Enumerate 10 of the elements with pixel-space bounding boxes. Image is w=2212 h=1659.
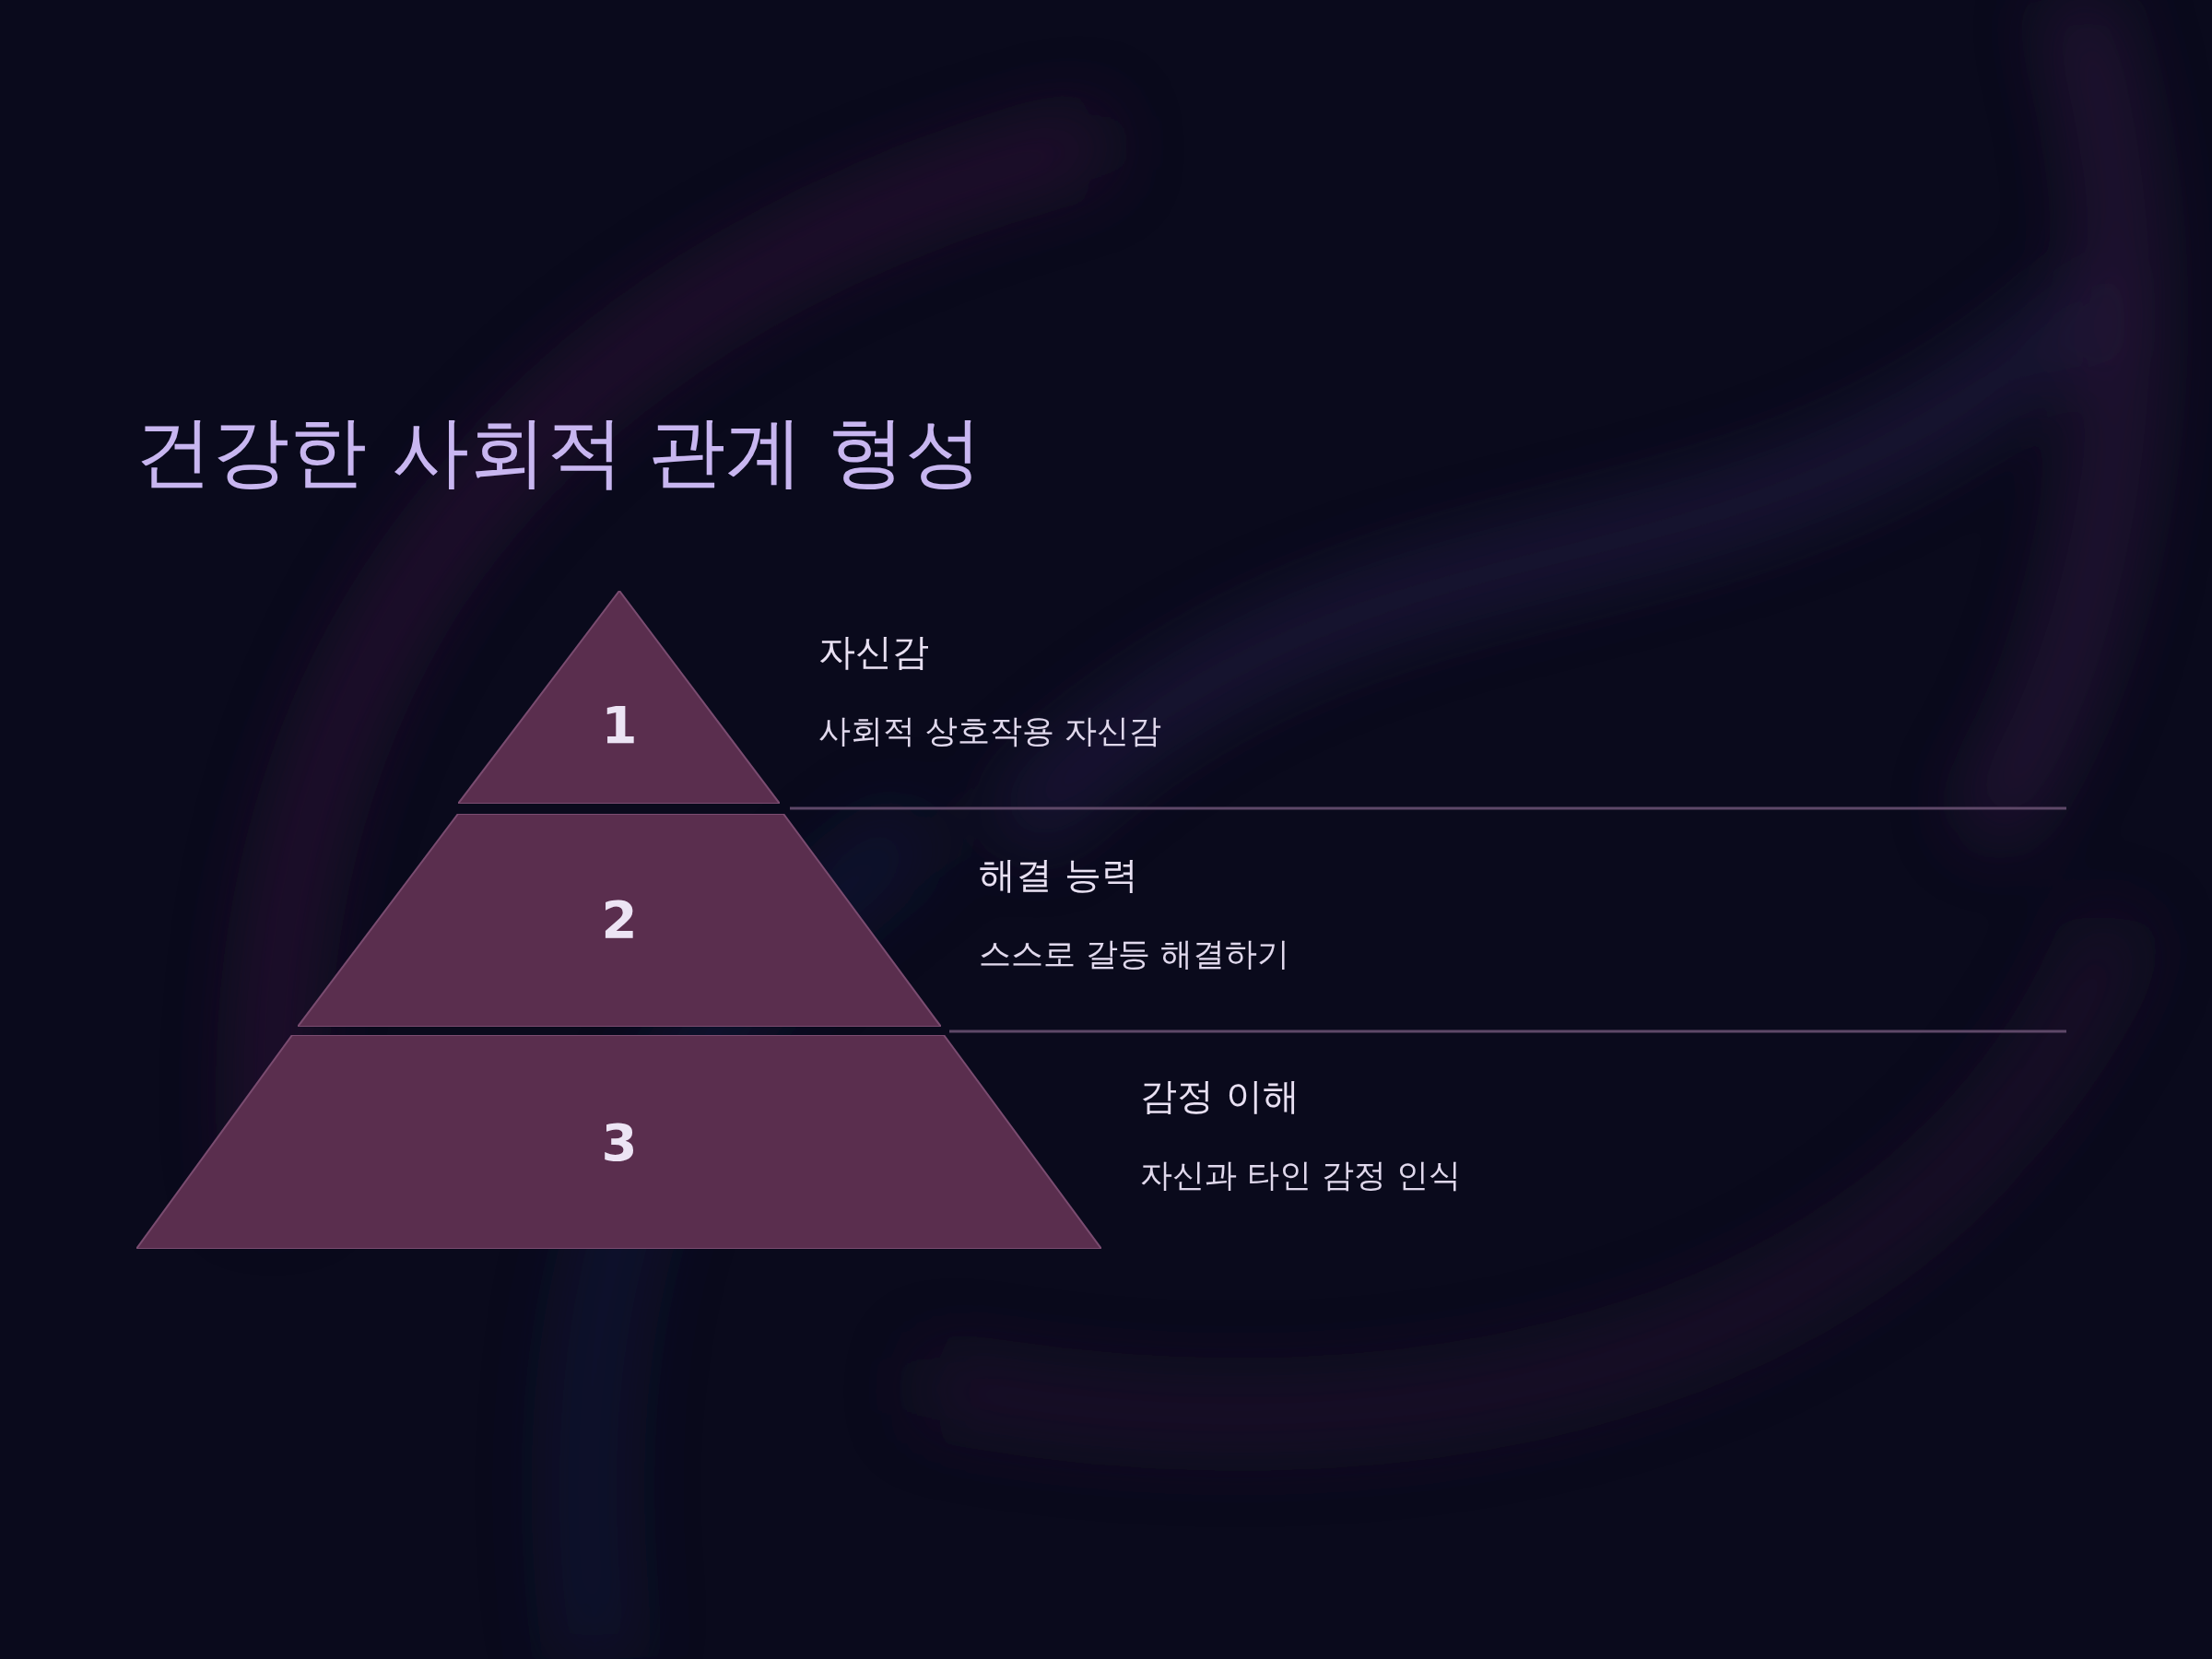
tier-heading: 자신감 (818, 633, 929, 670)
tier-description: 스스로 갈등 해결하기 (979, 937, 1290, 971)
tier-heading: 감정 이해 (1140, 1077, 1300, 1114)
title: 건강한 사회적 관계 형성 (135, 413, 983, 490)
tier-number: 1 (601, 700, 638, 751)
tier-number: 2 (601, 894, 638, 946)
tier-number: 3 (601, 1117, 638, 1169)
tier-description: 사회적 상호작용 자신감 (818, 714, 1162, 747)
tier-heading: 해결 능력 (979, 856, 1138, 893)
tier-description: 자신과 타인 감정 인식 (1140, 1159, 1462, 1192)
